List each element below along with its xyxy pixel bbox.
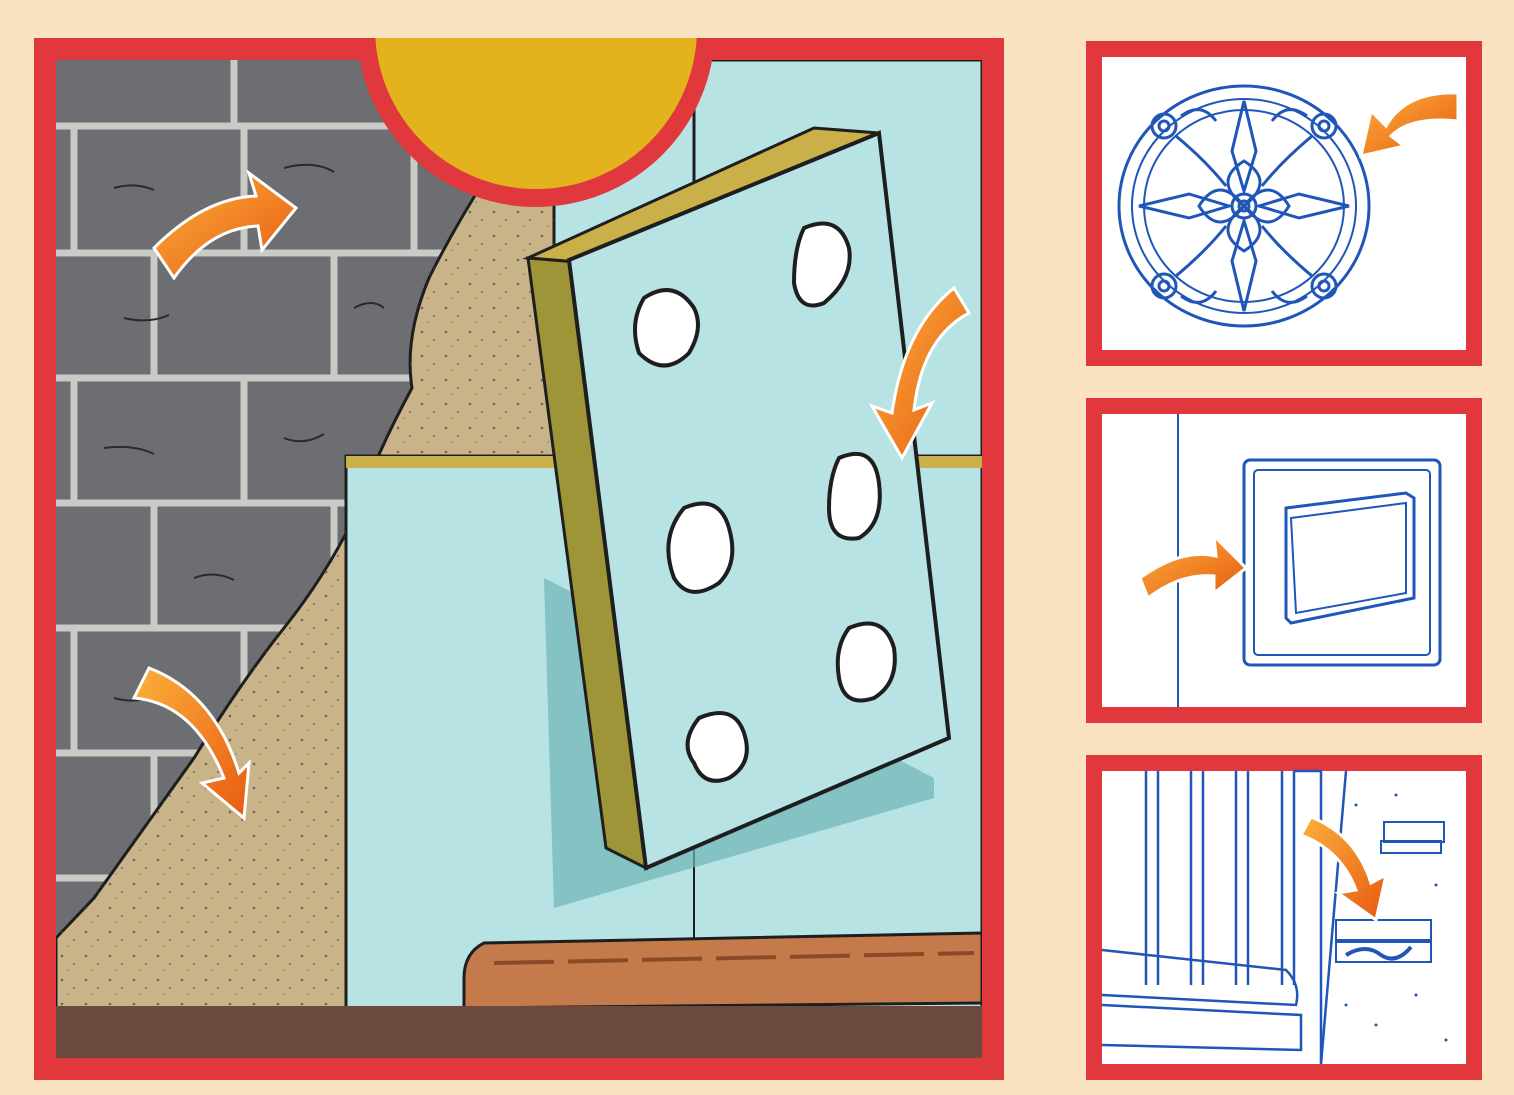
side-panel-light-switch [1086, 398, 1482, 723]
floor [56, 1006, 982, 1058]
skirting-board [464, 933, 982, 1008]
main-panel [34, 38, 1004, 1080]
side-panel-ceiling-rose [1086, 41, 1482, 366]
side-panel-panelled-wall [1086, 755, 1482, 1080]
